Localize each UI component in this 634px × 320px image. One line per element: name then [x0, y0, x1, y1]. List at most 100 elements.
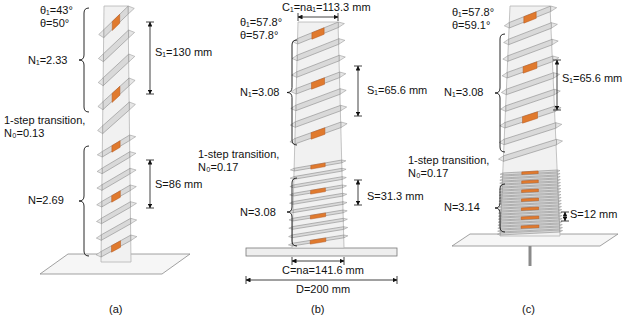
blade-fin [500, 173, 503, 175]
blade-fin [558, 188, 561, 190]
dimension-label: S=31.3 mm [367, 190, 424, 203]
dimension-label: N₁=3.08 [444, 86, 484, 99]
orange-blade-face [311, 188, 326, 194]
dimension-arrow [292, 261, 344, 262]
extension-tick [338, 13, 339, 21]
helix-blade [297, 55, 340, 77]
dimension-arrow [150, 22, 151, 94]
extension-tick [561, 221, 569, 222]
dimension-label: C=na=141.6 mm [282, 264, 364, 277]
helix-blade [295, 122, 341, 144]
blade-fin [98, 54, 103, 62]
helix-blade [500, 230, 560, 235]
helix-blade [508, 39, 552, 61]
extension-tick [146, 22, 154, 23]
orange-blade-face [311, 163, 325, 169]
blade-fin [498, 233, 501, 235]
curly-brace [495, 184, 505, 232]
blade-fin [341, 122, 347, 128]
blade-fin [501, 106, 506, 112]
dimension-label: θ=50° [40, 17, 69, 30]
dimension-label: θ₁=57.8° [240, 16, 282, 29]
dimension-label: N=3.14 [444, 201, 480, 214]
blade-fin [343, 218, 347, 221]
extension-tick [146, 94, 154, 95]
dimension-label: S=86 mm [155, 178, 202, 191]
support-pin [529, 244, 532, 266]
blade-fin [560, 230, 563, 232]
dimension-arrow [150, 160, 151, 208]
dimension-label: N₁=2.33 [28, 54, 68, 67]
blade-fin [559, 215, 562, 217]
blade-fin [130, 168, 136, 174]
blade-fin [129, 54, 135, 62]
blade-fin [130, 185, 136, 191]
blade-fin [97, 185, 102, 191]
helix-blade [104, 6, 129, 38]
blade-fin [96, 235, 101, 241]
extension-tick [561, 212, 569, 213]
blade-fin [339, 55, 345, 61]
blade-fin [559, 203, 562, 205]
dimension-label: 1-step transition, N₀=0.17 [198, 148, 292, 174]
blade-fin [504, 23, 509, 29]
blade-fin [558, 179, 561, 181]
blade-fin [553, 56, 559, 62]
orange-blade-face [524, 12, 536, 23]
dimension-label: θ=57.8° [240, 29, 278, 42]
blade-fin [130, 152, 136, 158]
blade-fin [131, 218, 137, 224]
helix-blade [505, 106, 555, 128]
curly-brace [79, 8, 89, 112]
extension-tick [354, 116, 362, 117]
extension-tick [146, 160, 154, 161]
helix-blade [103, 78, 129, 110]
helix-blade [103, 54, 129, 86]
dimension-label: S=12 mm [570, 208, 617, 221]
extension-tick [553, 110, 561, 111]
blade-fin [343, 210, 347, 213]
dimension-arrow [358, 180, 359, 205]
blade-fin [560, 224, 563, 226]
blade-fin [341, 105, 347, 111]
blade-fin [129, 78, 135, 86]
orange-blade-face [112, 241, 121, 252]
extension-tick [246, 276, 247, 284]
orange-blade-face [312, 28, 324, 39]
blade-fin [290, 202, 294, 205]
dimension-label: θ₁=57.8° [452, 6, 494, 19]
blade-fin [555, 106, 561, 112]
dimension-label: N=2.69 [28, 194, 64, 207]
dimension-label: N=3.08 [240, 206, 276, 219]
orange-blade-face [112, 191, 121, 202]
helix-blade [102, 135, 129, 157]
helix-blade [504, 139, 557, 161]
blade-fin [558, 176, 561, 178]
dimension-label: θ=59.1° [452, 19, 490, 32]
blade-fin [557, 139, 563, 145]
blade-fin [344, 227, 348, 230]
helix-blade [103, 102, 130, 134]
blade-fin [340, 72, 346, 78]
helical-tower [288, 22, 348, 248]
extension-tick [298, 13, 299, 21]
blade-fin [129, 102, 135, 110]
dimension-label: S₁=65.6 mm [562, 72, 622, 85]
dimension-label: D=200 mm [296, 283, 350, 296]
blade-fin [503, 56, 508, 62]
tower-core [101, 6, 131, 262]
curly-brace [287, 178, 297, 246]
curly-brace [287, 40, 297, 145]
helix-blade [506, 89, 555, 111]
blade-fin [501, 89, 506, 95]
blade-fin [97, 168, 102, 174]
helix-blade [101, 218, 130, 240]
blade-fin [338, 22, 344, 28]
helix-blade [101, 235, 131, 257]
blade-fin [500, 179, 503, 181]
dimension-label: 1-step transition, N₀=0.17 [408, 154, 502, 180]
orange-blade-face [112, 141, 120, 152]
blade-fin [96, 252, 101, 258]
